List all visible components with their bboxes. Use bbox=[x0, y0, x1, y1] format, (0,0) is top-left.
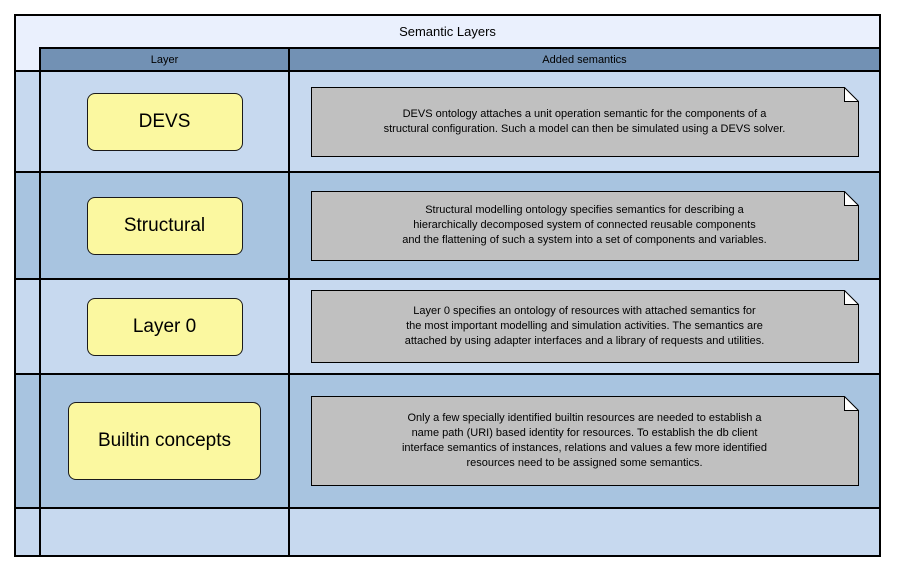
layer-box-builtin-concepts: Builtin concepts bbox=[68, 402, 261, 480]
layer-box-layer-0: Layer 0 bbox=[86, 297, 243, 356]
note-layer-0: Layer 0 specifies an ontology of resourc… bbox=[310, 290, 859, 363]
row-builtin-concepts: Builtin concepts Only a few specially id… bbox=[16, 373, 879, 507]
row-devs: DEVS DEVS ontology attaches a unit opera… bbox=[16, 70, 879, 171]
layer-cell-empty bbox=[39, 509, 288, 555]
row-empty bbox=[16, 507, 879, 555]
layer-cell-structural: Structural bbox=[39, 173, 288, 278]
column-header-layer-label: Layer bbox=[150, 53, 179, 66]
note-fold-icon bbox=[843, 396, 859, 411]
row-spacer-cell bbox=[16, 72, 39, 171]
row-spacer-cell bbox=[16, 173, 39, 278]
note-text: Only a few specially identified builtin … bbox=[401, 412, 768, 469]
semantics-cell-empty bbox=[288, 509, 879, 555]
row-layer-0: Layer 0 Layer 0 specifies an ontology of… bbox=[16, 278, 879, 373]
column-header-layer: Layer bbox=[41, 49, 288, 70]
layer-box-structural: Structural bbox=[86, 196, 243, 255]
note-fold-icon bbox=[843, 290, 859, 305]
note-text: Structural modelling ontology specifies … bbox=[402, 204, 767, 246]
row-spacer-cell bbox=[16, 280, 39, 373]
semantic-layers-diagram: Semantic Layers Layer Added semantics DE… bbox=[14, 14, 881, 557]
diagram-title-band: Semantic Layers bbox=[16, 16, 879, 47]
note-fold-icon bbox=[843, 190, 859, 206]
note-text: DEVS ontology attaches a unit operation … bbox=[383, 107, 786, 135]
layer-cell-layer-0: Layer 0 bbox=[39, 280, 288, 373]
layer-cell-devs: DEVS bbox=[39, 72, 288, 171]
row-spacer-cell bbox=[16, 509, 39, 555]
header-spacer-cell bbox=[16, 47, 39, 70]
column-headers: Layer Added semantics bbox=[39, 47, 879, 70]
layer-cell-builtin-concepts: Builtin concepts bbox=[39, 375, 288, 507]
note-devs: DEVS ontology attaches a unit operation … bbox=[310, 86, 859, 157]
row-spacer-cell bbox=[16, 375, 39, 507]
note-fold-icon bbox=[843, 86, 859, 102]
layer-box-label: Builtin concepts bbox=[97, 430, 232, 451]
semantics-cell-builtin-concepts: Only a few specially identified builtin … bbox=[288, 375, 879, 507]
layer-box-label: Structural bbox=[123, 214, 206, 236]
diagram-title: Semantic Layers bbox=[399, 24, 496, 39]
semantics-cell-devs: DEVS ontology attaches a unit operation … bbox=[288, 72, 879, 171]
note-structural: Structural modelling ontology specifies … bbox=[310, 190, 859, 261]
column-header-band: Layer Added semantics bbox=[16, 47, 879, 70]
column-header-added-semantics: Added semantics bbox=[288, 49, 879, 70]
column-header-added-semantics-label: Added semantics bbox=[542, 53, 627, 66]
note-text: Layer 0 specifies an ontology of resourc… bbox=[404, 305, 765, 347]
row-structural: Structural Structural modelling ontology… bbox=[16, 171, 879, 278]
semantics-cell-layer-0: Layer 0 specifies an ontology of resourc… bbox=[288, 280, 879, 373]
layer-box-label: DEVS bbox=[138, 110, 191, 132]
semantics-cell-structural: Structural modelling ontology specifies … bbox=[288, 173, 879, 278]
note-builtin-concepts: Only a few specially identified builtin … bbox=[310, 396, 859, 486]
layer-box-devs: DEVS bbox=[86, 92, 243, 151]
layer-box-label: Layer 0 bbox=[132, 315, 197, 337]
